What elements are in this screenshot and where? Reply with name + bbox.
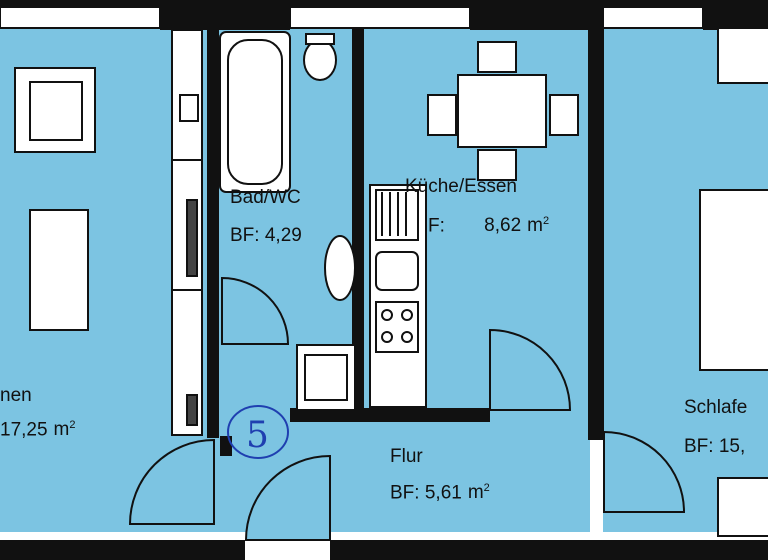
room-label-wohnen: nen (0, 386, 32, 405)
room-name: Schlafe (684, 397, 748, 418)
room-label-kueche: Küche/Essen (405, 177, 517, 196)
cabinet (717, 27, 768, 84)
room-label-bad: Bad/WC (230, 188, 301, 207)
room-area: 15, (718, 436, 746, 457)
room-name: nen (0, 385, 32, 406)
door-bad (221, 276, 290, 345)
toilet (303, 39, 337, 81)
room-area-prefix: BF: (390, 482, 420, 504)
schlafen-furniture (699, 27, 768, 537)
room-area: 4,29 (264, 225, 302, 246)
kitchen-fixtures (369, 41, 579, 408)
room-name: Flur (390, 446, 423, 467)
room-unit-sup: 2 (542, 215, 550, 227)
room-unit: m (53, 419, 70, 441)
room-label-schlafen: Schlafe (684, 398, 747, 417)
room-name: Küche/Essen (405, 176, 517, 197)
room-area: 5,61 (424, 482, 462, 504)
room-area-prefix: BF: (684, 436, 714, 457)
cabinet-lower (717, 477, 768, 537)
door-schlafen (603, 430, 686, 513)
wohnen-furniture (14, 29, 203, 436)
room-name: Bad/WC (230, 187, 301, 208)
bed (699, 189, 768, 371)
room-area-schlafen: BF: 15, (684, 437, 745, 456)
stove (375, 301, 419, 353)
door-swings (128, 276, 686, 541)
room-area-prefix: F: (428, 215, 445, 237)
washbasin (324, 235, 356, 301)
room-area: 17,25 (0, 419, 48, 441)
room-unit: m (467, 482, 484, 504)
door-kueche (489, 328, 572, 411)
room-unit-sup: 2 (69, 419, 76, 431)
room-area-prefix: BF: (230, 225, 260, 246)
door-entrance (244, 454, 331, 541)
door-wohnen (128, 438, 215, 525)
room-unit-sup: 2 (483, 482, 490, 494)
dining-table (457, 74, 547, 148)
room-unit: m (527, 215, 543, 237)
room-label-flur: Flur (390, 447, 423, 466)
room-area-bad: BF: 4,29 (230, 226, 302, 245)
bad-fixtures (219, 31, 356, 411)
handwritten-annotation: 5 (227, 405, 289, 459)
table (29, 209, 89, 331)
handwritten-number: 5 (246, 415, 269, 456)
room-area: 8,62 (484, 215, 522, 237)
sink (375, 251, 419, 291)
